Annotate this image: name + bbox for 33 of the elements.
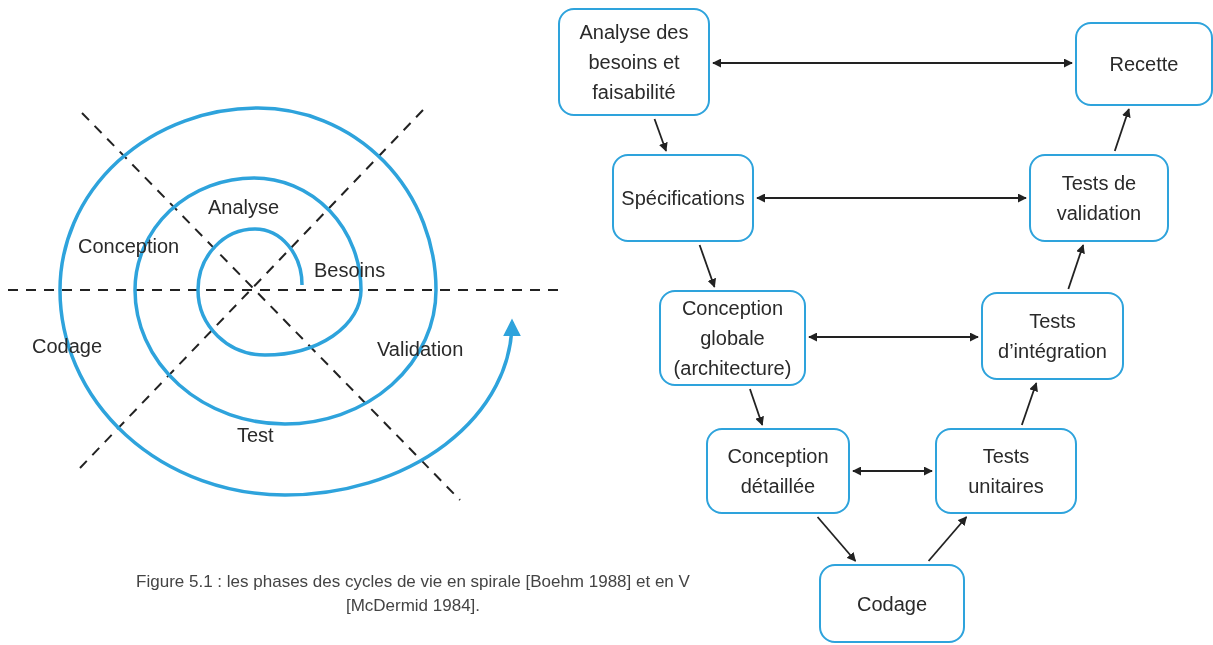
phase-label: Conception détaillée [726, 444, 830, 499]
arrow [1113, 108, 1131, 152]
phase-label: Tests de validation [1055, 171, 1143, 226]
arrow [808, 332, 979, 342]
phase-label: Conception globale (architecture) [672, 296, 793, 381]
phase-box [1075, 22, 1213, 106]
arrow [816, 516, 857, 562]
phase-label: Recette [1109, 52, 1179, 77]
arrow [698, 244, 716, 288]
figure-caption: Figure 5.1 : les phases des cycles de vie en spirale [Boehm 1988] et en V [McDermid 1984]. [135, 571, 691, 617]
arrow [749, 388, 764, 426]
phase-box [612, 154, 754, 242]
arrow [712, 58, 1073, 68]
phase-label: Tests d’intégration [997, 309, 1108, 364]
arrow [927, 516, 968, 562]
arrow [1067, 244, 1085, 290]
phase-box [706, 428, 850, 514]
phase-box [659, 290, 806, 386]
phase-label: Spécifications [621, 186, 745, 211]
phase-label: Test [237, 424, 274, 447]
arrow [852, 466, 933, 476]
phase-box [819, 564, 965, 643]
phase-label: Tests unitaires [967, 444, 1045, 499]
phase-label: Codage [856, 591, 928, 617]
phase-label: Analyse des besoins et faisabilité [578, 20, 690, 105]
phase-box [558, 8, 710, 116]
arrow [653, 118, 668, 152]
phase-box [981, 292, 1124, 380]
arrow [1020, 382, 1038, 426]
phase-box [1029, 154, 1169, 242]
arrow [756, 193, 1027, 203]
phase-box [935, 428, 1077, 514]
phase-label: Analyse [208, 196, 280, 219]
